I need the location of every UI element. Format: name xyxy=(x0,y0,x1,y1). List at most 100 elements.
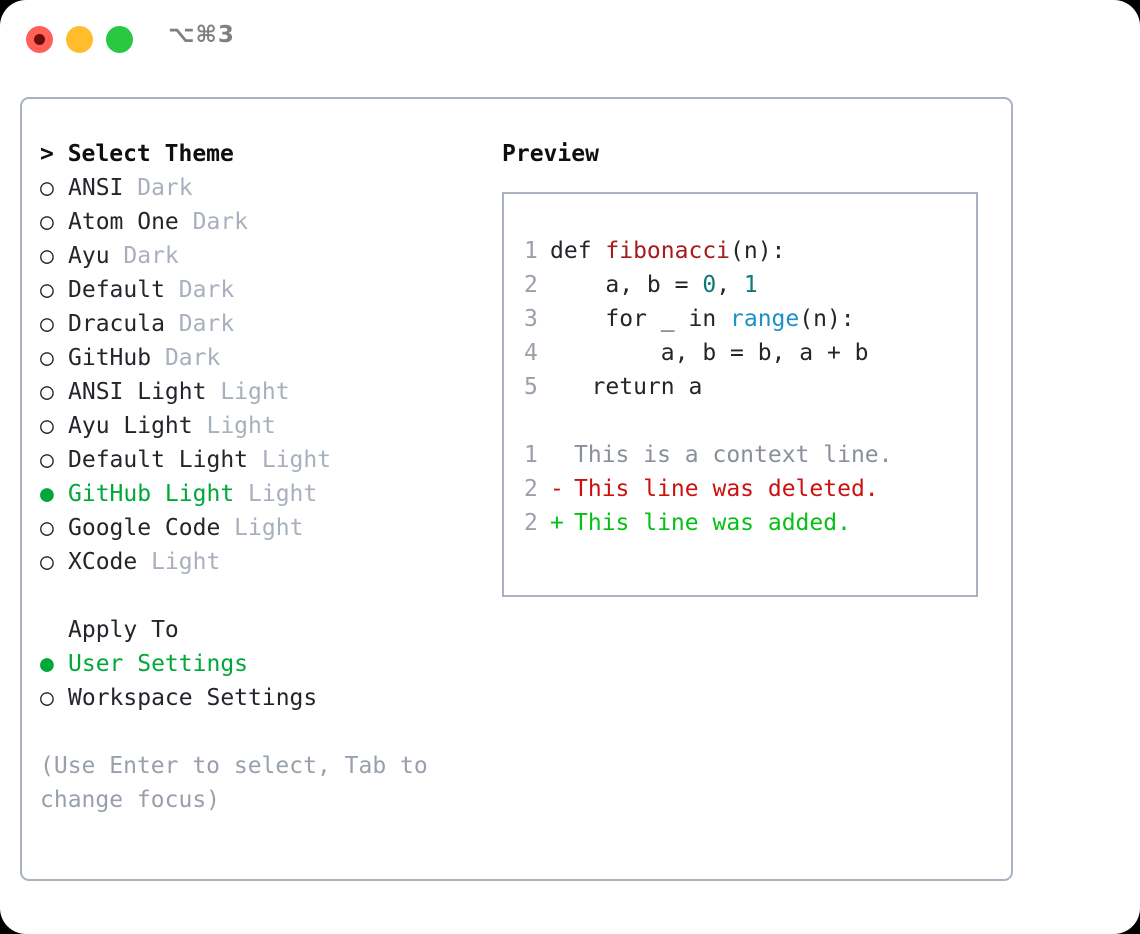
diff-line-text: This line was deleted. xyxy=(574,476,879,502)
radio-unselected-icon: ○ xyxy=(40,311,54,337)
diff-marker-icon xyxy=(550,438,574,472)
code-token: 0 xyxy=(702,272,717,298)
close-window-button[interactable] xyxy=(26,26,53,53)
theme-variant-badge: Dark xyxy=(164,311,235,337)
theme-option-xcode[interactable]: ○ XCode Light xyxy=(40,545,490,579)
radio-unselected-icon: ○ xyxy=(40,175,54,201)
code-token: def xyxy=(550,238,606,264)
code-line: 5 return a xyxy=(524,370,976,404)
theme-variant-badge: Light xyxy=(234,481,318,507)
radio-unselected-icon: ○ xyxy=(40,243,54,269)
code-token: a, b = b, a + b xyxy=(550,340,869,366)
theme-variant-badge: Light xyxy=(248,447,332,473)
theme-option-atom-one[interactable]: ○ Atom One Dark xyxy=(40,205,490,239)
code-line-number: 1 xyxy=(524,238,538,264)
theme-name-label: Ayu Light xyxy=(68,413,193,439)
title-bar: ⌥⌘3 xyxy=(0,0,1140,78)
theme-variant-badge: Dark xyxy=(109,243,179,269)
diff-line-text: This is a context line. xyxy=(574,442,893,468)
diff-line-number: 1 xyxy=(524,442,538,468)
theme-name-label: ANSI xyxy=(68,175,124,201)
theme-name-label: Atom One xyxy=(68,209,179,235)
radio-unselected-icon: ○ xyxy=(40,209,54,235)
diff-line-number: 2 xyxy=(524,476,538,502)
code-token: range xyxy=(730,306,800,332)
theme-name-label: Dracula xyxy=(68,311,165,337)
theme-list: ○ANSI Dark○Atom One Dark○Ayu Dark○Defaul… xyxy=(40,171,490,579)
radio-unselected-icon: ○ xyxy=(40,549,54,575)
diff-line-context: 1 This is a context line. xyxy=(524,438,976,472)
code-token: for _ in xyxy=(550,306,731,332)
theme-name-label: XCode xyxy=(68,549,138,575)
apply-to-list: ● User Settings ○ Workspace Settings xyxy=(40,647,490,715)
radio-unselected-icon: ○ xyxy=(40,515,54,541)
diff-line-text: This line was added. xyxy=(574,510,851,536)
apply-to-option-workspace-settings[interactable]: ○ Workspace Settings xyxy=(40,681,490,715)
theme-option-google-code[interactable]: ○Google Code Light xyxy=(40,511,490,545)
keyboard-hint-text: (Use Enter to select, Tab to change focu… xyxy=(40,753,442,813)
apply-to-heading: Apply To xyxy=(68,617,179,643)
keyboard-shortcut-label: ⌥⌘3 xyxy=(168,22,235,48)
theme-variant-badge: Light xyxy=(137,549,221,575)
radio-unselected-icon: ○ xyxy=(40,413,54,439)
code-line: 1 def fibonacci(n): xyxy=(524,234,976,268)
theme-name-label: ANSI Light xyxy=(68,379,207,405)
theme-name-label: GitHub Light xyxy=(68,481,235,507)
radio-unselected-icon: ○ xyxy=(40,345,54,371)
apply-to-label: User Settings xyxy=(68,651,249,677)
theme-name-label: Ayu xyxy=(68,243,110,269)
code-line-number: 5 xyxy=(524,374,538,400)
diff-marker-icon: - xyxy=(550,476,564,502)
apply-to-label: Workspace Settings xyxy=(68,685,318,711)
code-line: 4 a, b = b, a + b xyxy=(524,336,976,370)
diff-line-number: 2 xyxy=(524,510,538,536)
radio-unselected-icon: ○ xyxy=(40,685,54,711)
radio-selected-icon: ● xyxy=(40,481,54,507)
theme-option-dracula[interactable]: ○ Dracula Dark xyxy=(40,307,490,341)
main-panel: > Select Theme ○ANSI Dark○Atom One Dark○… xyxy=(20,97,1013,881)
code-token: (n): xyxy=(799,306,855,332)
theme-variant-badge: Dark xyxy=(123,175,193,201)
theme-option-github[interactable]: ○ GitHub Dark xyxy=(40,341,490,375)
diff-sample: 1 This is a context line.2-This line was… xyxy=(524,438,976,540)
theme-variant-badge: Dark xyxy=(164,277,235,303)
theme-option-ansi-light[interactable]: ○ ANSI Light Light xyxy=(40,375,490,409)
code-line-number: 3 xyxy=(524,306,538,332)
theme-option-ayu-light[interactable]: ○ Ayu Light Light xyxy=(40,409,490,443)
theme-variant-badge: Light xyxy=(220,515,304,541)
select-theme-heading: > Select Theme xyxy=(40,141,234,167)
maximize-window-button[interactable] xyxy=(106,26,133,53)
theme-option-ayu[interactable]: ○ Ayu Dark xyxy=(40,239,490,273)
radio-unselected-icon: ○ xyxy=(40,379,54,405)
code-token: 1 xyxy=(743,272,758,298)
theme-option-default-light[interactable]: ○ Default Light Light xyxy=(40,443,490,477)
radio-unselected-icon: ○ xyxy=(40,447,54,473)
theme-variant-badge: Light xyxy=(206,379,290,405)
diff-line-del: 2-This line was deleted. xyxy=(524,472,976,506)
minimize-window-button[interactable] xyxy=(66,26,93,53)
theme-name-label: GitHub xyxy=(68,345,152,371)
diff-marker-icon: + xyxy=(550,510,564,536)
theme-name-label: Default xyxy=(68,277,165,303)
code-line-number: 2 xyxy=(524,272,538,298)
code-line: 3 for _ in range(n): xyxy=(524,302,976,336)
code-token: fibonacci xyxy=(605,238,731,264)
preview-heading: Preview xyxy=(502,141,599,167)
theme-selection-column: > Select Theme ○ANSI Dark○Atom One Dark○… xyxy=(40,137,490,817)
code-line: 2 a, b = 0, 1 xyxy=(524,268,976,302)
code-token: (n): xyxy=(730,238,786,264)
code-token: return a xyxy=(550,374,703,400)
theme-name-label: Default Light xyxy=(68,447,249,473)
diff-line-add: 2 + This line was added. xyxy=(524,506,976,540)
theme-option-github-light[interactable]: ● GitHub Light Light xyxy=(40,477,490,511)
radio-selected-icon: ● xyxy=(40,651,54,677)
theme-variant-badge: Dark xyxy=(151,345,221,371)
code-token: a, b = xyxy=(550,272,703,298)
apply-to-option-user-settings[interactable]: ● User Settings xyxy=(40,647,490,681)
theme-option-default[interactable]: ○Default Dark xyxy=(40,273,490,307)
theme-option-ansi[interactable]: ○ ANSI Dark xyxy=(40,171,490,205)
theme-variant-badge: Light xyxy=(192,413,276,439)
code-line-number: 4 xyxy=(524,340,538,366)
theme-variant-badge: Dark xyxy=(178,209,249,235)
